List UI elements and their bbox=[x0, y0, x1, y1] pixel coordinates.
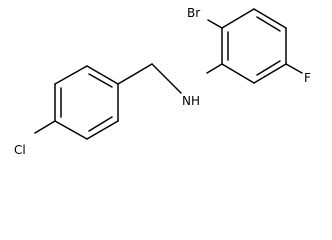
atom-label-br: Br bbox=[187, 6, 200, 20]
bond-ring-a-2 bbox=[253, 8, 287, 29]
molecule-diagram: Br NH F Cl bbox=[14, 6, 311, 157]
bond-ring-b-inner-3 bbox=[88, 116, 113, 132]
bond-n-ch2 bbox=[151, 63, 182, 94]
bond-ch2-ring bbox=[117, 63, 153, 85]
bond-c-cl bbox=[34, 120, 56, 134]
bond-ring-a-4 bbox=[253, 63, 287, 84]
bond-c-br bbox=[207, 19, 223, 29]
bond-ring-b-1 bbox=[86, 65, 119, 85]
bond-ring-a-inner-1 bbox=[256, 16, 281, 32]
bond-ring-a-5 bbox=[221, 63, 255, 84]
bond-ring-a-inner-2 bbox=[256, 60, 281, 76]
bond-c-f bbox=[285, 63, 303, 74]
bond-ring-a-1 bbox=[221, 8, 255, 29]
bond-ring-b-inner-1 bbox=[88, 73, 113, 88]
bond-ring-b-5 bbox=[86, 120, 119, 140]
atom-label-f: F bbox=[304, 71, 311, 85]
bond-ring-b-4 bbox=[54, 120, 88, 140]
atom-label-cl: Cl bbox=[14, 143, 26, 157]
bond-ring-b-2 bbox=[54, 65, 88, 85]
structure-canvas: Br NH F Cl bbox=[14, 6, 311, 157]
bond-c-n bbox=[206, 63, 223, 74]
atom-label-nh: NH bbox=[182, 94, 200, 108]
